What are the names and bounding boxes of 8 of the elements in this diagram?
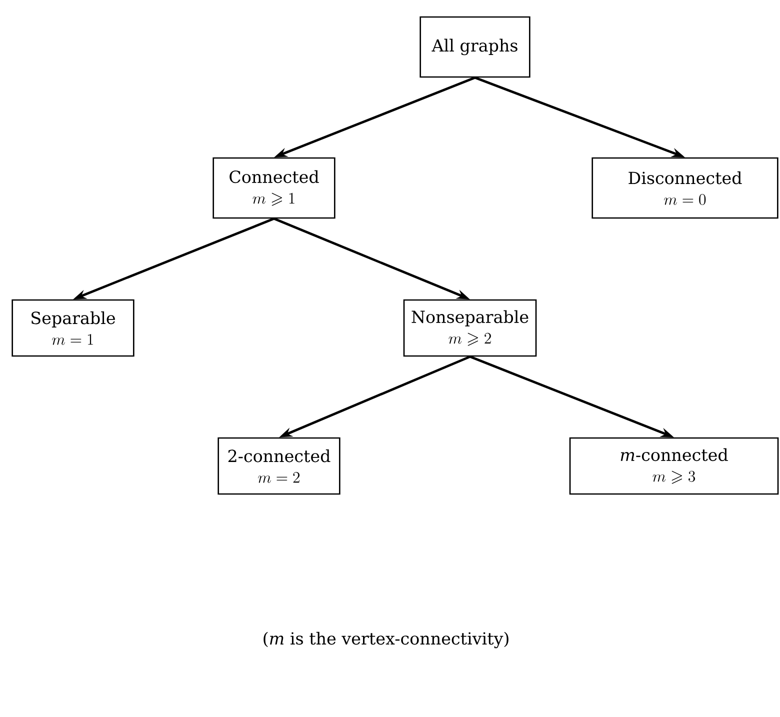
category-box: Separable $m = 1$ [12,299,134,357]
category-box: 2-connected $m = 2$ [218,437,340,495]
category-box: m-connected $m \geqslant 3$ [569,437,779,495]
caption: (m is the vertex-connectivity) [264,632,508,648]
category-box: Nonseparable $m \geqslant 2$ [403,299,537,357]
category-box: Disconnected $m = 0$ [592,157,778,219]
category-box: Connected $m \geqslant 1$ [212,157,336,219]
category-box: All graphs [420,16,530,78]
